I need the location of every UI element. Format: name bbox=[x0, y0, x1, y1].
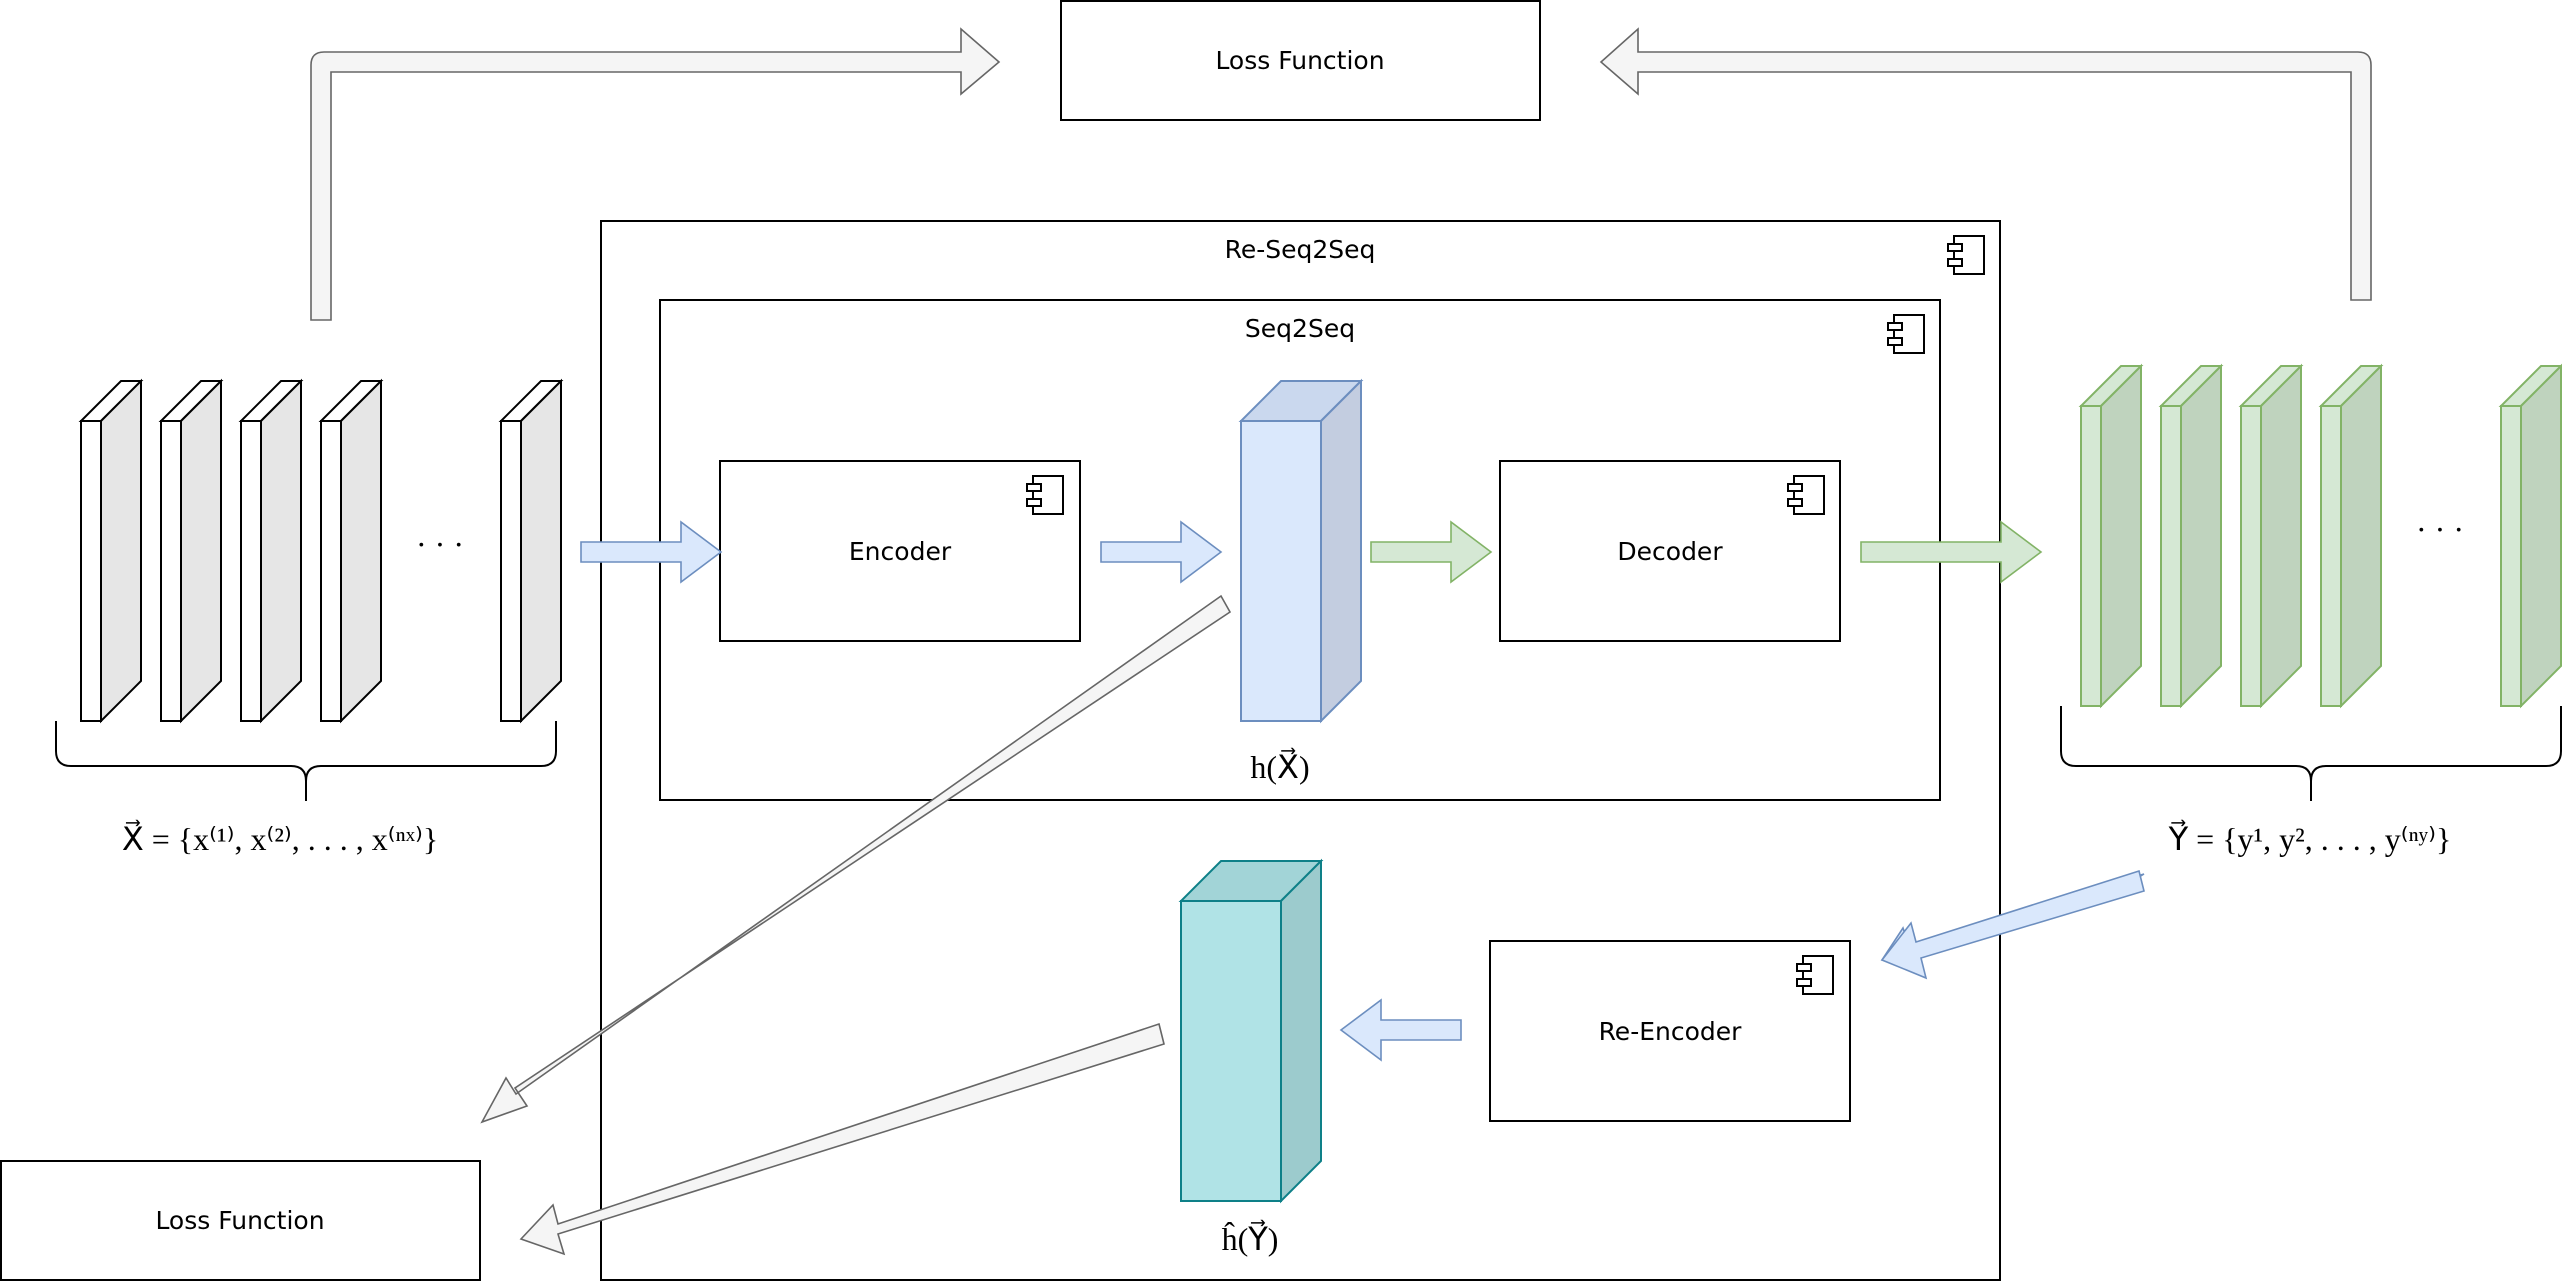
loss-function-bottom-label: Loss Function bbox=[155, 1206, 324, 1235]
input-slab bbox=[158, 378, 224, 724]
y-vector-formula: Y⃗ = {y¹, y², . . . , y⁽ⁿʸ⁾} bbox=[2168, 819, 2452, 857]
arrow-output-to-reencoder-body bbox=[1880, 869, 2145, 980]
arrow-hidden-x-to-loss bbox=[480, 594, 1232, 1124]
input-slab bbox=[498, 378, 564, 724]
output-ellipsis: · · · bbox=[2416, 511, 2464, 547]
input-brace bbox=[55, 721, 557, 801]
input-slab bbox=[78, 378, 144, 724]
output-slab bbox=[2078, 363, 2144, 709]
arrow-decoder-to-output bbox=[1860, 520, 2043, 584]
component-icon bbox=[1787, 475, 1825, 515]
decoder-box bbox=[1499, 460, 1841, 642]
re-encoder-box bbox=[1489, 940, 1851, 1122]
seq2seq-label: Seq2Seq bbox=[1245, 314, 1355, 343]
decoder-label: Decoder bbox=[1617, 537, 1723, 566]
output-slab bbox=[2158, 363, 2224, 709]
input-slab bbox=[238, 378, 304, 724]
hidden-state-y-block bbox=[1178, 858, 1324, 1204]
h-x-label: h(X⃗) bbox=[1250, 747, 1309, 785]
arrow-hidden-y-to-loss bbox=[519, 1022, 1165, 1256]
component-icon bbox=[1026, 475, 1064, 515]
hidden-state-x-block bbox=[1238, 378, 1364, 724]
x-vector-formula: X⃗ = {x⁽¹⁾, x⁽²⁾, . . . , x⁽ⁿˣ⁾} bbox=[122, 819, 438, 857]
arrow-input-to-encoder bbox=[580, 520, 723, 584]
output-slab bbox=[2318, 363, 2384, 709]
arrow-hidden-to-decoder bbox=[1370, 520, 1493, 584]
h-hat-y-label: ĥ(Y⃗) bbox=[1222, 1219, 1279, 1257]
arrow-reencoder-to-hidden-y bbox=[1339, 998, 1462, 1062]
loss-function-top-label: Loss Function bbox=[1215, 46, 1384, 75]
loss-function-top-box bbox=[1060, 0, 1541, 121]
component-icon bbox=[1796, 955, 1834, 995]
re-encoder-label: Re-Encoder bbox=[1599, 1017, 1743, 1046]
encoder-box bbox=[719, 460, 1081, 642]
feedback-arrow-right bbox=[1599, 27, 2372, 301]
re-seq2seq-label: Re-Seq2Seq bbox=[1225, 235, 1376, 264]
output-sequence bbox=[2078, 363, 2562, 709]
component-icon bbox=[1887, 314, 1925, 354]
component-icon bbox=[1947, 235, 1985, 275]
input-slab bbox=[318, 378, 384, 724]
output-brace bbox=[2060, 706, 2562, 801]
loss-function-bottom-box bbox=[0, 1160, 481, 1281]
output-slab bbox=[2238, 363, 2304, 709]
encoder-label: Encoder bbox=[849, 537, 952, 566]
output-slab bbox=[2498, 363, 2562, 709]
input-ellipsis: · · · bbox=[416, 526, 464, 562]
feedback-arrow-left bbox=[310, 27, 1001, 321]
input-sequence bbox=[78, 378, 564, 724]
arrow-encoder-to-hidden bbox=[1100, 520, 1223, 584]
